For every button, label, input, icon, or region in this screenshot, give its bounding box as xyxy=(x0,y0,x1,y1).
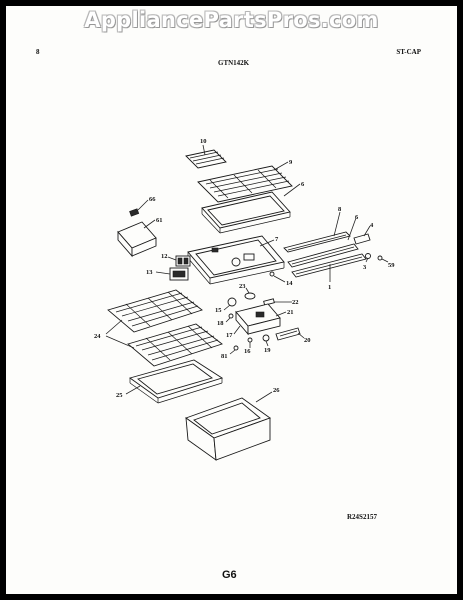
header-section-code: ST-CAP xyxy=(396,48,421,56)
callout-8: 8 xyxy=(338,206,342,213)
leader-20 xyxy=(297,332,305,339)
leader-8 xyxy=(333,211,341,237)
callout-4: 4 xyxy=(370,222,374,229)
leader-66 xyxy=(137,199,149,211)
header-page-number: 8 xyxy=(36,48,40,56)
leader-7 xyxy=(259,239,275,247)
leader-10 xyxy=(202,144,206,156)
part-24-wire-shelf-upper xyxy=(107,289,203,333)
callout-9: 9 xyxy=(289,159,293,166)
leader-3 xyxy=(365,257,369,263)
leader-14 xyxy=(273,275,286,283)
leader-19 xyxy=(265,340,269,347)
page-code: G6 xyxy=(222,569,237,581)
part-12-control-knob xyxy=(175,255,191,267)
callout-6-top: 6 xyxy=(301,181,305,188)
leader-24b xyxy=(105,335,135,349)
leader-59 xyxy=(381,258,389,263)
callout-22: 22 xyxy=(292,299,299,306)
callout-81: 81 xyxy=(221,353,228,360)
part-22-clip xyxy=(263,298,275,306)
part-23-knob xyxy=(244,292,256,300)
part-6-shelf-frame xyxy=(201,191,291,234)
part-13-control-housing xyxy=(169,267,189,281)
callout-13: 13 xyxy=(146,269,153,276)
part-1-rail xyxy=(291,253,367,278)
callout-16: 16 xyxy=(244,348,251,355)
leader-25 xyxy=(125,385,141,395)
part-25-shelf-frame xyxy=(128,359,224,404)
part-10-grill xyxy=(185,149,227,169)
leader-23 xyxy=(245,287,250,294)
part-8-rail xyxy=(283,231,351,253)
callout-3: 3 xyxy=(363,264,367,271)
leader-13 xyxy=(155,271,171,275)
callout-61: 61 xyxy=(156,217,163,224)
callout-66: 66 xyxy=(149,196,156,203)
callout-12: 12 xyxy=(161,253,168,260)
part-20-baffle xyxy=(275,327,301,341)
callout-1: 1 xyxy=(328,284,331,291)
part-16-screw xyxy=(247,337,253,343)
leader-26 xyxy=(255,391,273,403)
callout-20: 20 xyxy=(304,337,311,344)
callout-26: 26 xyxy=(273,387,280,394)
callout-21: 21 xyxy=(287,309,294,316)
callout-23: 23 xyxy=(239,283,246,290)
part-19-grommet xyxy=(262,334,270,342)
callout-19: 19 xyxy=(264,347,271,354)
part-21-damper-housing xyxy=(235,303,281,336)
callout-17: 17 xyxy=(226,332,233,339)
part-26-crisper-drawer xyxy=(185,397,271,461)
part-24-wire-shelf-lower xyxy=(127,323,223,367)
callout-25: 25 xyxy=(116,392,123,399)
leader-6b xyxy=(347,217,357,241)
part-6-rail xyxy=(287,243,359,268)
part-59-screw xyxy=(377,255,383,261)
callout-15: 15 xyxy=(215,307,222,314)
leader-21 xyxy=(275,311,287,317)
leader-6a xyxy=(283,183,301,197)
callout-18-left: 18 xyxy=(217,320,224,327)
part-81-screw xyxy=(233,345,239,351)
leader-61 xyxy=(143,219,156,229)
part-14-screw xyxy=(269,271,275,277)
part-7-divider-plate xyxy=(187,235,285,285)
part-61-bracket xyxy=(117,208,157,258)
leader-18 xyxy=(225,317,231,323)
part-18-screw xyxy=(228,313,234,319)
part-15-damper-knob xyxy=(227,297,237,307)
leader-15 xyxy=(223,304,231,311)
leader-24a xyxy=(105,319,123,335)
callout-24: 24 xyxy=(94,333,101,340)
leader-12 xyxy=(167,256,177,261)
reference-code: R24S2157 xyxy=(347,513,377,521)
part-3-screw xyxy=(365,253,371,259)
watermark-text: AppliancePartsPros.com xyxy=(84,8,379,32)
callout-6-rail: 6 xyxy=(355,214,359,221)
callout-14: 14 xyxy=(286,280,293,287)
callout-10: 10 xyxy=(200,138,207,145)
part-4-rail-end xyxy=(353,233,371,245)
leader-81 xyxy=(229,349,236,355)
header-model-number: GTN142K xyxy=(218,59,250,67)
callout-59: 59 xyxy=(388,262,395,269)
leader-17 xyxy=(233,325,241,335)
callout-7: 7 xyxy=(275,236,279,243)
leader-4 xyxy=(363,225,371,237)
leader-9 xyxy=(273,161,289,171)
part-9-wire-shelf xyxy=(197,165,293,203)
